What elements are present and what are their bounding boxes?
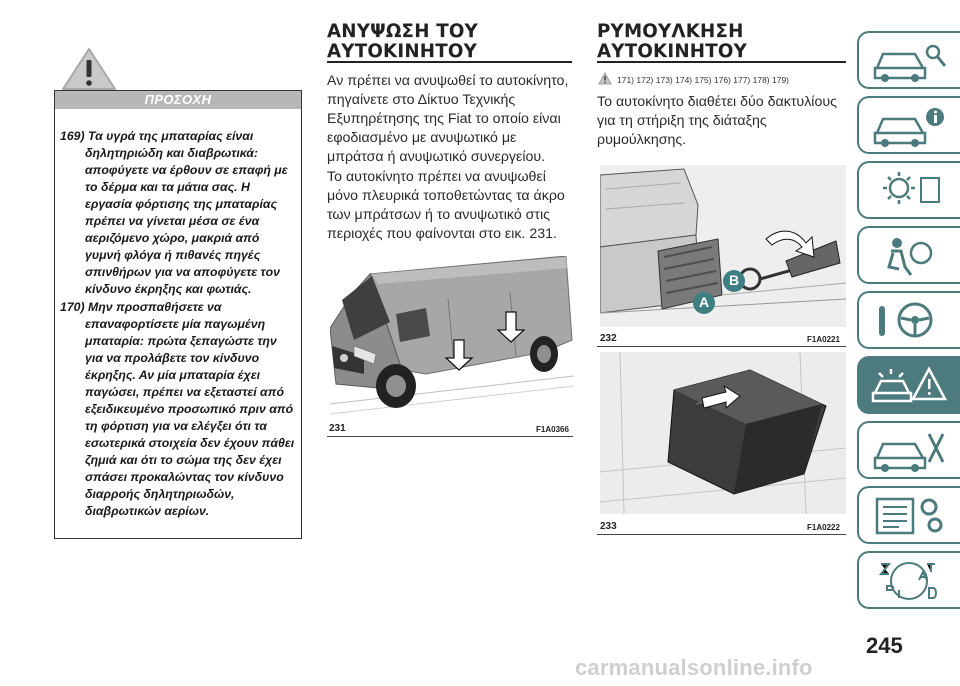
towing-paragraph: Το αυτοκίνητο διαθέτει δύο δακτυλίους γι… <box>597 94 837 148</box>
tab-car-info[interactable] <box>857 96 960 154</box>
warning-item-169: 169) Τα υγρά της μπαταρίας είναι δηλητηρ… <box>60 129 288 296</box>
watermark: carmanualsonline.info <box>575 655 813 680</box>
figure-231-rule <box>327 436 573 437</box>
lifting-paragraph-2: Το αυτοκίνητο πρέπει να ανυψωθεί μόνο πλ… <box>327 169 565 242</box>
alphabetical-index-icon <box>878 562 937 600</box>
warning-item-170: 170) Μην προσπαθήσετε να επαναφορτίσετε … <box>60 300 295 518</box>
figure-232-number: 232 <box>600 333 617 344</box>
figure-233-number: 233 <box>600 521 617 532</box>
steering-wheel-icon <box>879 302 933 338</box>
figure-232-rule <box>597 346 846 347</box>
car-info-icon <box>873 108 944 147</box>
tab-maintenance[interactable] <box>857 421 960 479</box>
warning-lights-icon <box>883 172 940 204</box>
figure-233-rule <box>597 534 846 535</box>
car-emergency-icon <box>871 366 948 403</box>
figure-231-number: 231 <box>329 423 346 434</box>
warning-text: 169) Τα υγρά της μπαταρίας είναι δηλητηρ… <box>60 128 298 521</box>
figure-233-code: F1A0222 <box>807 523 840 532</box>
lifting-paragraph-1: Αν πρέπει να ανυψωθεί το αυτοκίνητο, πηγ… <box>327 73 569 165</box>
tab-warning-lights[interactable] <box>857 161 960 219</box>
small-warning-icon <box>598 71 612 85</box>
warning-title: ΠΡΟΣΟΧΗ <box>55 91 301 109</box>
towing-warning-refs: 171) 172) 173) 174) 175) 176) 177) 178) … <box>617 75 790 85</box>
tab-steering-wheel[interactable] <box>857 291 960 349</box>
technical-data-icon <box>875 497 943 535</box>
tab-car-dashboard[interactable] <box>857 31 960 89</box>
figure-231-code: F1A0366 <box>536 425 569 434</box>
maintenance-tools-icon <box>873 433 945 472</box>
label-b: B <box>728 272 740 288</box>
lifting-title-line1: ΑΝΥΨΩΣΗ ΤΟΥ <box>327 20 478 42</box>
figure-232-code: F1A0221 <box>807 335 840 344</box>
towing-title-line1: ΡΥΜΟΥΛΚΗΣΗ <box>597 20 744 42</box>
figure-231-van-lifting-points <box>329 255 575 416</box>
tab-airbag[interactable] <box>857 226 960 284</box>
towing-title-line2: ΑΥΤΟΚΙΝΗΤΟΥ <box>597 40 747 62</box>
page-number: 245 <box>866 633 903 658</box>
lifting-title-rule <box>327 61 572 63</box>
tab-emergency[interactable] <box>857 356 960 414</box>
lifting-title-line2: ΑΥΤΟΚΙΝΗΤΟΥ <box>327 40 477 62</box>
airbag-passenger-icon <box>887 238 933 276</box>
towing-title-rule <box>597 61 846 63</box>
label-a: A <box>698 294 710 310</box>
warning-triangle-icon <box>60 46 118 92</box>
tab-technical-data[interactable] <box>857 486 960 544</box>
figure-232-towing-ring-compartment: A B <box>600 165 846 327</box>
figure-233-compartment-cover <box>600 352 846 514</box>
warning-box <box>54 90 302 539</box>
tab-alphabetical-index[interactable] <box>857 551 960 609</box>
car-dashboard-icon <box>873 44 947 82</box>
